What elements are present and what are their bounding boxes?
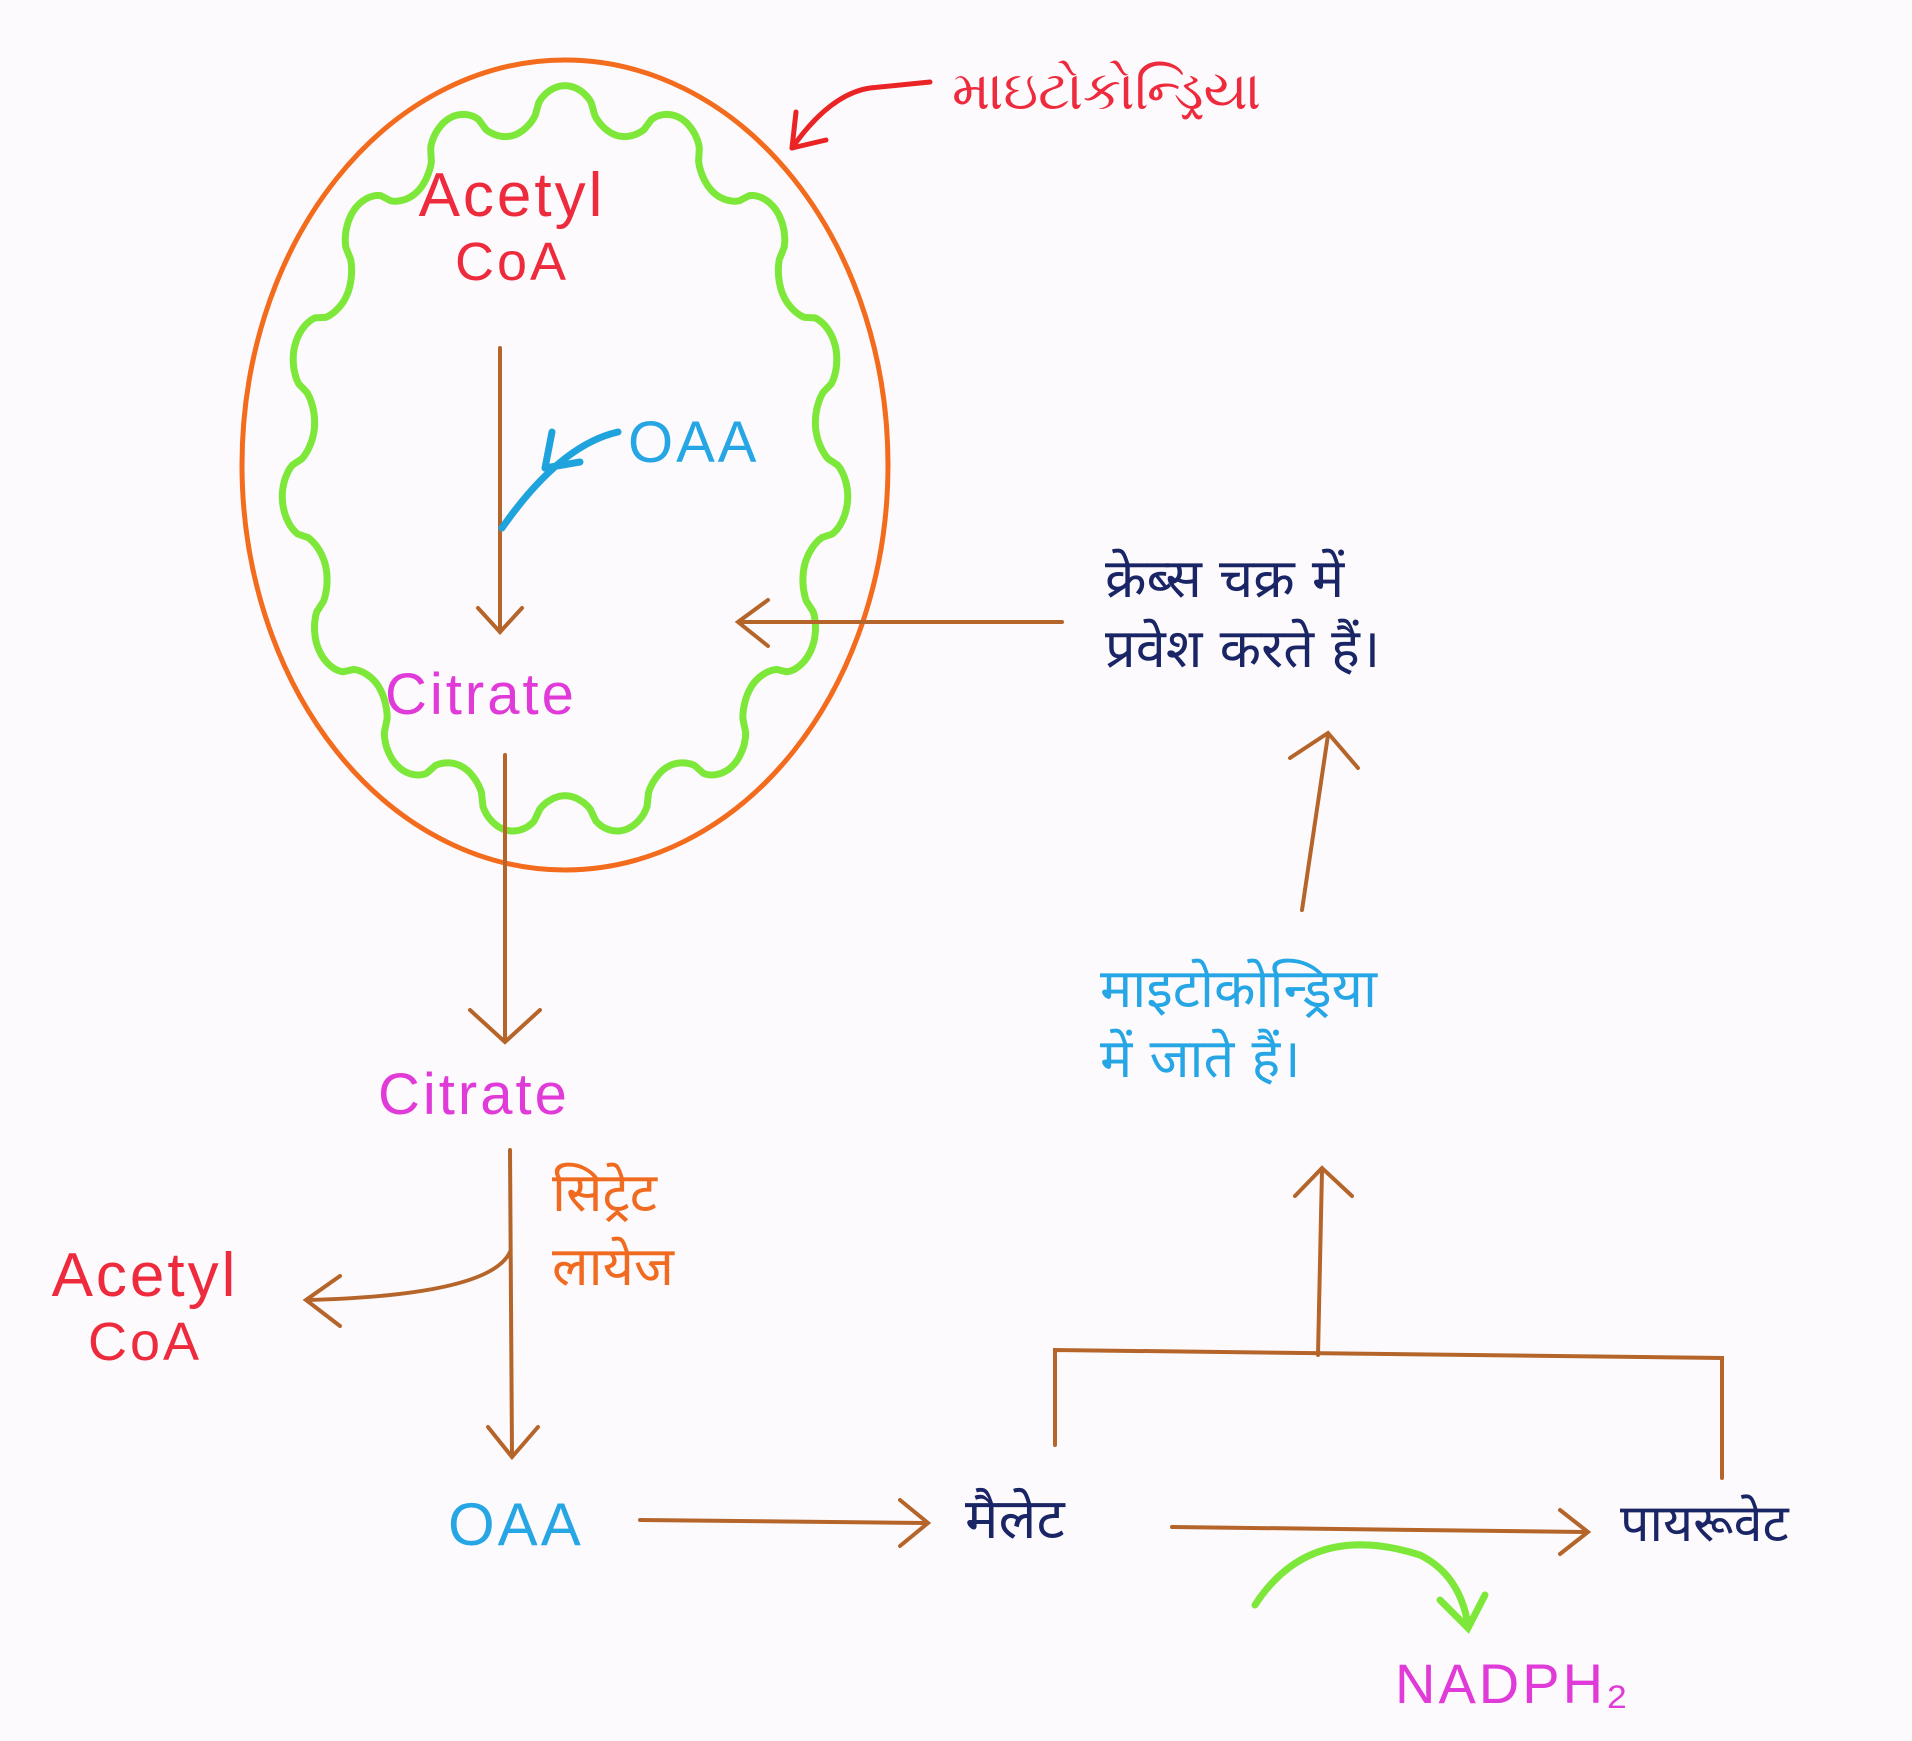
label-enter-krebs-cycle-line2: प्रवेश करते हैं।	[1105, 617, 1381, 681]
label-citrate-outside: Citrate	[378, 1062, 570, 1127]
arrowhead-oaa-to-malate	[898, 1498, 932, 1548]
arrow-citrate-to-oaa	[508, 1148, 514, 1457]
label-acetyl-coa-outside-line2: CoA	[87, 1312, 203, 1373]
label-enter-mitochondria: माइटोकोन्ड्रिया में जाते हैं।	[1100, 957, 1377, 1091]
arrowhead-citrate-to-oaa	[486, 1425, 540, 1461]
arrowhead-up-to-mito-label	[1293, 1165, 1354, 1198]
arrowhead-acetylcoa-to-citrate	[476, 606, 524, 635]
label-enter-krebs-cycle-line1: क्रेब्स चक्र में	[1105, 547, 1345, 610]
arrowhead-up-to-krebs-label	[1288, 730, 1360, 770]
arrow-branch-acetylcoa	[306, 1250, 512, 1302]
label-oaa-outside: OAA	[448, 1491, 584, 1558]
label-pyruvate: पायरूवेट	[1620, 1494, 1789, 1554]
arrow-up-to-krebs-label	[1300, 733, 1330, 912]
label-citrate-inside: Citrate	[385, 662, 577, 727]
arrow-malate-to-pyruvate	[1170, 1525, 1587, 1534]
inner-membrane-cristae	[278, 82, 852, 835]
label-oaa-inside: OAA	[628, 410, 760, 475]
label-acetyl-coa-inside-line1: Acetyl	[418, 161, 606, 230]
arrow-oaa-to-malate	[638, 1518, 927, 1525]
label-citrate-lyase-line2: लायेज	[552, 1235, 674, 1299]
arrowhead-malate-to-pyruvate	[1558, 1508, 1592, 1556]
label-malate: मैलेट	[965, 1487, 1065, 1552]
bracket-malate-pyruvate	[1053, 1347, 1724, 1480]
label-enter-mitochondria-line1: माइटोकोन्ड्रिया	[1100, 957, 1377, 1020]
label-enter-krebs-cycle: क्रेब्स चक्र में प्रवेश करते हैं।	[1105, 547, 1381, 681]
label-acetyl-coa-inside: Acetyl CoA	[392, 160, 632, 293]
label-mitochondria-title: માઇટોકોન્ડ્રિયા	[952, 59, 1261, 122]
label-nadph2: NADPH₂	[1395, 1652, 1631, 1715]
mitochondria-pointer-arrow	[789, 79, 933, 151]
arrow-oaa-join	[498, 428, 622, 532]
label-citrate-lyase: सिट्रेट लायेज	[552, 1161, 674, 1299]
arrowhead-branch-acetylcoa	[302, 1274, 342, 1328]
label-citrate-lyase-line1: सिट्रेट	[552, 1161, 657, 1224]
label-enter-mitochondria-line2: में जाते हैं।	[1100, 1027, 1301, 1091]
arrowhead-citrate-export	[468, 1008, 542, 1045]
label-acetyl-coa-outside-line1: Acetyl	[51, 1241, 239, 1310]
label-acetyl-coa-inside-line2: CoA	[454, 232, 570, 293]
arrow-up-to-mito-label	[1316, 1168, 1324, 1357]
arrowhead-into-mitochondrion	[734, 598, 770, 648]
outer-membrane	[239, 57, 891, 873]
arrow-nadph2	[1251, 1541, 1489, 1634]
label-acetyl-coa-outside: Acetyl CoA	[30, 1240, 260, 1373]
